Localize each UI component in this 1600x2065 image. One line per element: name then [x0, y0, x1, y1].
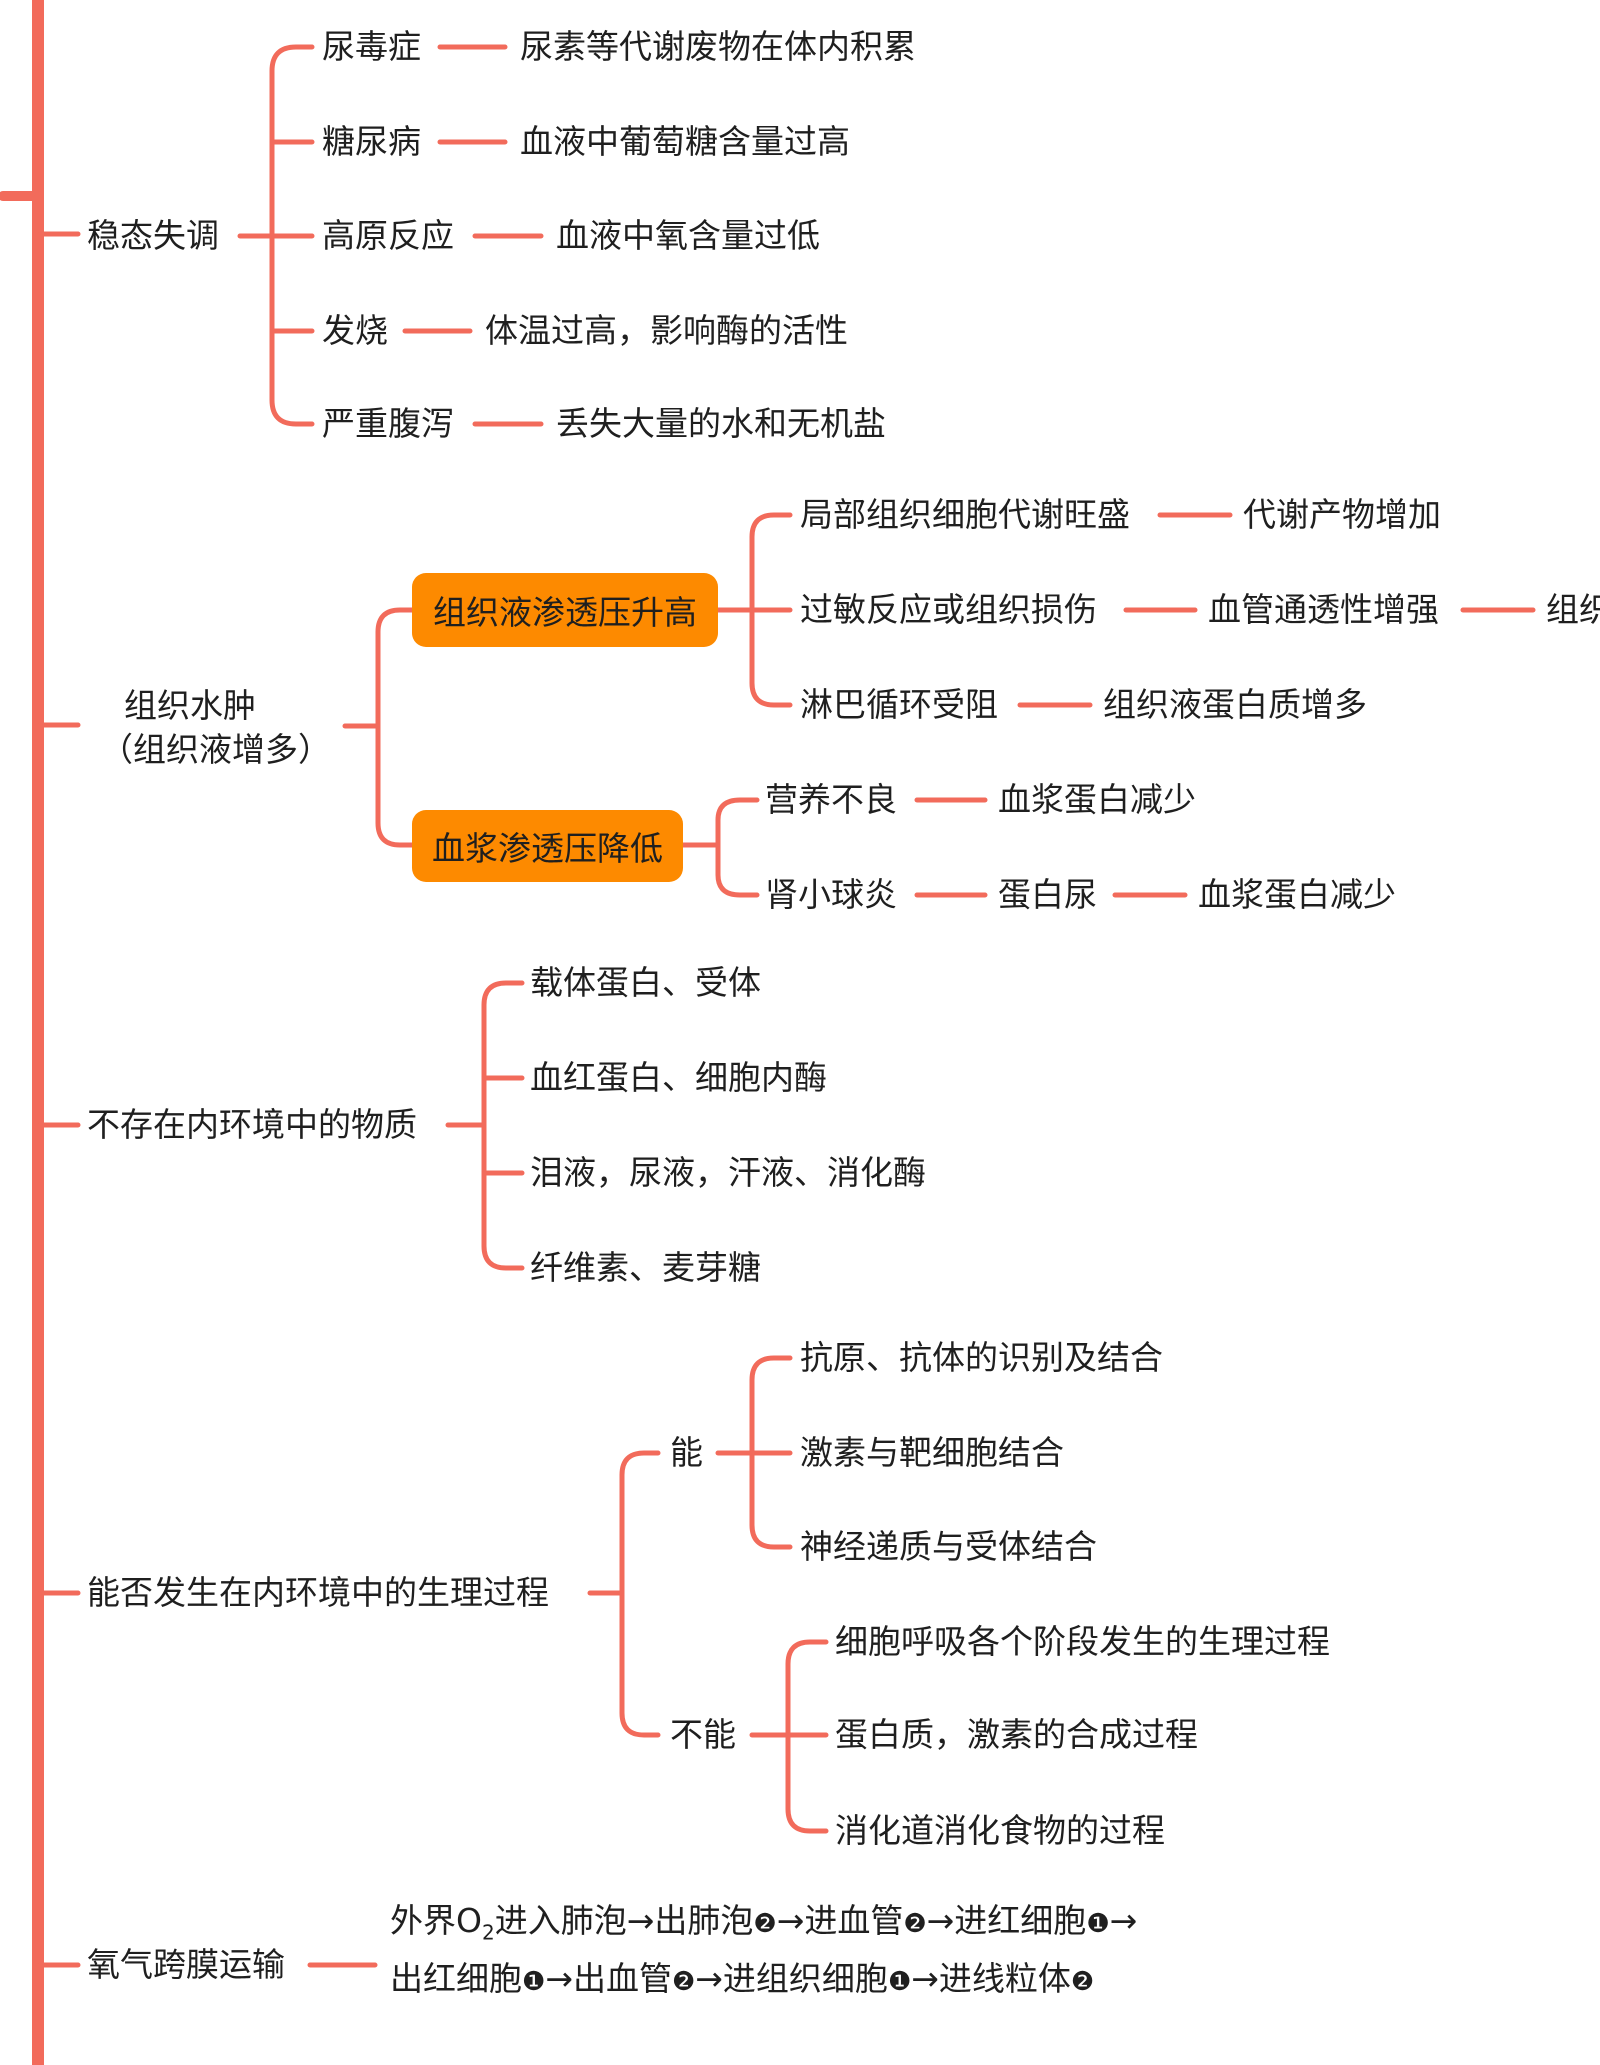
edema-cause[interactable]: 过敏反应或组织损伤 [800, 590, 1097, 629]
process-item[interactable]: 激素与靶细胞结合 [800, 1433, 1064, 1472]
edema-effect-cut[interactable]: 组织 [1546, 590, 1600, 629]
process-item[interactable]: 神经递质与受体结合 [800, 1527, 1097, 1566]
edema-cause[interactable]: 局部组织细胞代谢旺盛 [800, 495, 1130, 534]
edema-cause[interactable]: 营养不良 [765, 780, 897, 819]
homeostasis-label[interactable]: 稳态失调 [87, 216, 219, 255]
edema-effect[interactable]: 血管通透性增强 [1208, 590, 1439, 629]
process-item[interactable]: 消化道消化食物的过程 [835, 1811, 1165, 1850]
cannot-label[interactable]: 不能 [670, 1715, 736, 1754]
substance-item[interactable]: 纤维素、麦芽糖 [530, 1248, 761, 1287]
edema-effect[interactable]: 代谢产物增加 [1243, 495, 1441, 534]
disease-name[interactable]: 糖尿病 [322, 122, 421, 161]
oxygen-transport-label[interactable]: 氧气跨膜运输 [87, 1945, 285, 1984]
edema-effect[interactable]: 组织液蛋白质增多 [1103, 685, 1367, 724]
edema-effect[interactable]: 血浆蛋白减少 [1198, 875, 1396, 914]
tissue-osmotic-raise-node[interactable]: 组织液渗透压升高 [412, 573, 718, 647]
plasma-osmotic-lower-node[interactable]: 血浆渗透压降低 [412, 810, 683, 882]
edema-effect[interactable]: 蛋白尿 [998, 875, 1097, 914]
process-item[interactable]: 抗原、抗体的识别及结合 [800, 1338, 1163, 1377]
oxygen-path-text[interactable]: 外界O2进入肺泡→出肺泡❷→进血管❷→进红细胞❶→出红细胞❶→出血管❷→进组织细… [390, 1901, 1138, 1998]
disease-name[interactable]: 严重腹泻 [322, 404, 454, 443]
process-item[interactable]: 蛋白质，激素的合成过程 [835, 1715, 1198, 1754]
process-item[interactable]: 细胞呼吸各个阶段发生的生理过程 [835, 1622, 1330, 1661]
substance-item[interactable]: 泪液，尿液，汗液、消化酶 [530, 1153, 926, 1192]
substance-item[interactable]: 血红蛋白、细胞内酶 [530, 1058, 827, 1097]
edema-effect[interactable]: 血浆蛋白减少 [998, 780, 1196, 819]
edema-label-line2[interactable]: （组织液增多） [100, 730, 331, 769]
can-label[interactable]: 能 [670, 1433, 703, 1472]
substance-item[interactable]: 载体蛋白、受体 [530, 963, 761, 1002]
disease-name[interactable]: 发烧 [322, 311, 388, 350]
disease-name[interactable]: 尿毒症 [322, 27, 421, 66]
edema-cause[interactable]: 淋巴循环受阻 [800, 685, 998, 724]
process-label[interactable]: 能否发生在内环境中的生理过程 [87, 1573, 549, 1612]
disease-detail[interactable]: 血液中葡萄糖含量过高 [520, 122, 850, 161]
disease-name[interactable]: 高原反应 [322, 216, 454, 255]
disease-detail[interactable]: 血液中氧含量过低 [556, 216, 820, 255]
edema-label-line1[interactable]: 组织水肿 [124, 686, 256, 725]
disease-detail[interactable]: 尿素等代谢废物在体内积累 [520, 27, 916, 66]
disease-detail[interactable]: 丢失大量的水和无机盐 [556, 404, 886, 443]
edema-cause[interactable]: 肾小球炎 [765, 875, 897, 914]
disease-detail[interactable]: 体温过高，影响酶的活性 [485, 311, 848, 350]
absent-substances-label[interactable]: 不存在内环境中的物质 [87, 1105, 417, 1144]
